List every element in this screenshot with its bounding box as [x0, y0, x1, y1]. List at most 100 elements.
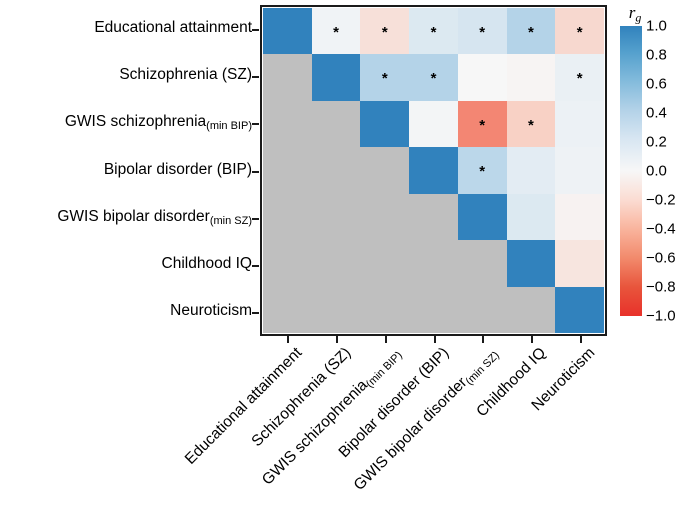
x-axis-tick — [433, 336, 436, 343]
significance-asterisk: * — [528, 116, 534, 134]
colorbar-tick-label: −1.0 — [646, 307, 676, 325]
x-axis-tick — [482, 336, 485, 343]
y-axis-label-5: Childhood IQ — [0, 256, 252, 272]
y-axis-tick — [252, 312, 259, 315]
heatmap-cell — [555, 147, 604, 194]
heatmap-cell-masked — [506, 286, 556, 333]
x-axis-tick — [384, 336, 387, 343]
heatmap-cell-masked — [311, 240, 361, 287]
heatmap-cell-masked — [360, 193, 410, 241]
heatmap-cell-masked — [409, 193, 458, 241]
colorbar-tick-label: 0.8 — [646, 46, 667, 64]
colorbar-tick-label: 0.4 — [646, 104, 667, 122]
heatmap-cell — [555, 100, 604, 148]
heatmap-cell-masked — [360, 147, 410, 194]
significance-asterisk: * — [576, 23, 583, 41]
heatmap-cell-diagonal — [360, 100, 410, 148]
colorbar-tick-label: −0.6 — [646, 249, 676, 267]
heatmap-grid: * * * * * * * * * * * * — [263, 8, 604, 333]
heatmap-cell-masked — [457, 286, 507, 333]
heatmap-cell-masked — [311, 286, 361, 333]
colorbar-title-subscript: g — [635, 10, 642, 25]
y-axis-label-text: Schizophrenia (SZ) — [119, 65, 252, 83]
heatmap-cell-masked — [360, 240, 410, 287]
heatmap-cell-masked — [263, 100, 312, 148]
y-axis-label-0: Educational attainment — [0, 18, 252, 36]
heatmap-cell — [457, 54, 507, 101]
y-axis-tick — [252, 123, 259, 126]
heatmap-cell-diagonal — [311, 54, 361, 101]
heatmap-cell: * — [360, 54, 410, 101]
heatmap-cell: * — [457, 147, 507, 194]
y-axis-label-subscript: (min SZ) — [209, 214, 252, 227]
heatmap-cell — [506, 193, 556, 241]
significance-asterisk: * — [381, 23, 388, 41]
y-axis-label-2: GWIS schizophrenia(min BIP) — [0, 114, 252, 132]
x-axis-label-subscript: (min BIP) — [363, 349, 405, 391]
y-axis-label-4: GWIS bipolar disorder(min SZ) — [0, 209, 252, 227]
y-axis-tick — [252, 265, 259, 268]
heatmap-cell: * — [506, 8, 556, 55]
heatmap-cell: * — [311, 8, 361, 55]
heatmap-cell-diagonal — [555, 286, 604, 333]
heatmap-cell-masked — [457, 240, 507, 287]
y-axis-label-text: GWIS schizophrenia — [64, 113, 207, 131]
colorbar-title: rg — [620, 3, 650, 26]
x-axis-tick — [579, 336, 582, 343]
heatmap-cell-diagonal — [457, 193, 507, 241]
heatmap-cell-masked — [263, 193, 312, 241]
heatmap-cell — [506, 147, 556, 194]
y-axis-label-subscript: (min BIP) — [206, 120, 252, 133]
heatmap-cell: * — [409, 8, 458, 55]
heatmap-cell-masked — [409, 286, 458, 333]
significance-asterisk: * — [479, 162, 486, 180]
heatmap-cell — [555, 193, 604, 241]
significance-asterisk: * — [479, 116, 486, 134]
x-axis-label-subscript: (min SZ) — [463, 349, 502, 388]
colorbar-tick-label: 0.0 — [646, 162, 667, 180]
heatmap-cell-masked — [263, 54, 312, 101]
colorbar-tick-label: 0.6 — [646, 75, 667, 93]
colorbar-gradient — [620, 26, 642, 316]
heatmap-cell: * — [506, 100, 556, 148]
x-axis-tick — [287, 336, 290, 343]
colorbar-tick-label: −0.2 — [646, 191, 676, 209]
y-axis-label-3: Bipolar disorder (BIP) — [0, 161, 252, 178]
heatmap-cell: * — [409, 54, 458, 101]
y-axis-tick — [252, 170, 259, 173]
heatmap-cell-masked — [263, 240, 312, 287]
y-axis-tick — [252, 75, 259, 78]
heatmap-cell: * — [555, 54, 604, 101]
x-axis-tick — [336, 336, 339, 343]
heatmap-cell-diagonal — [263, 8, 312, 55]
significance-asterisk: * — [430, 23, 437, 41]
significance-asterisk: * — [430, 70, 437, 88]
colorbar-tick-label: −0.8 — [646, 278, 676, 296]
heatmap-cell: * — [360, 8, 410, 55]
significance-asterisk: * — [528, 23, 534, 41]
significance-asterisk: * — [479, 23, 486, 41]
heatmap-cell-masked — [360, 286, 410, 333]
significance-asterisk: * — [576, 70, 583, 88]
heatmap-cell-diagonal — [506, 240, 556, 287]
significance-asterisk: * — [381, 70, 388, 88]
heatmap-cell-masked — [311, 193, 361, 241]
colorbar-tick-label: 1.0 — [646, 17, 667, 35]
colorbar-title-text: r — [628, 3, 636, 22]
heatmap-cell: * — [555, 8, 604, 55]
heatmap-cell-masked — [409, 240, 458, 287]
colorbar-tick-label: 0.2 — [646, 133, 667, 151]
heatmap-cell: * — [457, 100, 507, 148]
y-axis-label-text: Childhood IQ — [161, 255, 252, 273]
y-axis-tick — [252, 28, 259, 31]
heatmap-cell-masked — [311, 147, 361, 194]
y-axis-label-text: Educational attainment — [94, 18, 252, 36]
heatmap-cell-masked — [263, 147, 312, 194]
heatmap-cell — [409, 100, 458, 148]
y-axis-label-text: Neuroticism — [170, 302, 252, 320]
y-axis-label-1: Schizophrenia (SZ) — [0, 67, 252, 83]
